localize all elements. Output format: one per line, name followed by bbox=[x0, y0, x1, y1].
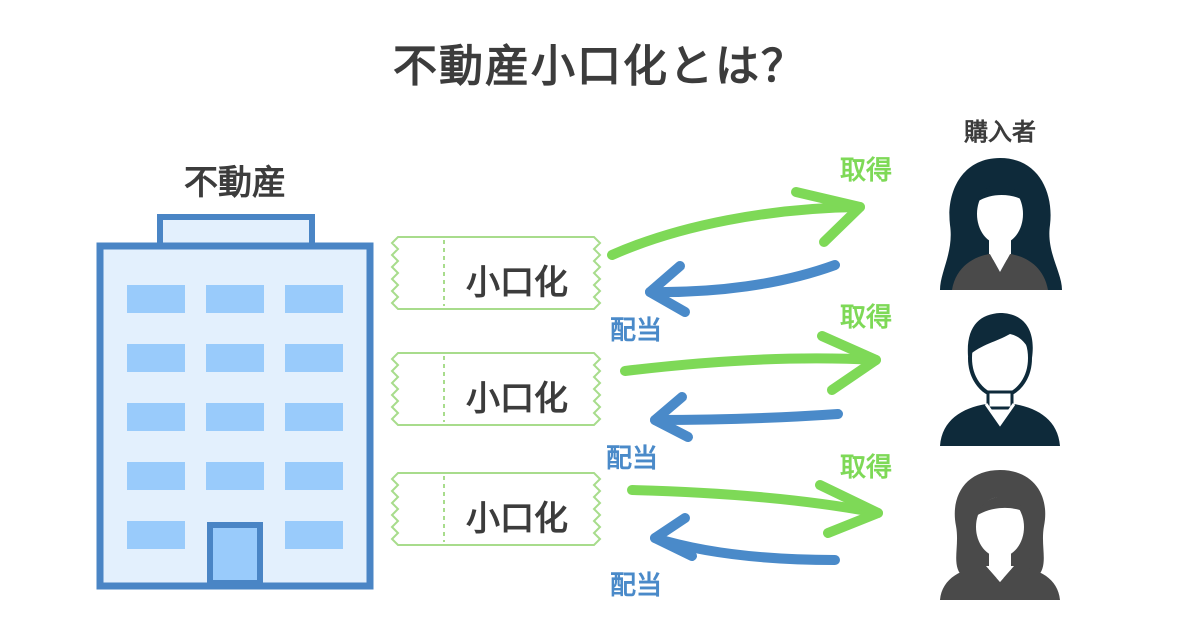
acquire-label: 取得 bbox=[840, 156, 893, 186]
dividend-arrowhead bbox=[650, 392, 693, 442]
acquire-arrow bbox=[607, 202, 865, 260]
ticket-label: 小口化 bbox=[466, 263, 568, 303]
ticket-icon bbox=[390, 472, 602, 546]
acquire-arrow bbox=[627, 485, 883, 518]
ticket-label: 小口化 bbox=[466, 499, 568, 539]
acquire-arrowhead bbox=[817, 331, 881, 395]
dividend-arrow bbox=[645, 260, 840, 298]
acquire-arrowhead bbox=[815, 480, 883, 538]
dividend-label: 配当 bbox=[610, 316, 663, 346]
ticket-icon bbox=[390, 352, 602, 426]
dividend-arrowhead bbox=[650, 513, 697, 561]
dividend-arrowhead bbox=[645, 261, 690, 317]
dividend-label: 配当 bbox=[606, 444, 659, 474]
page-title: 不動産小口化とは？ bbox=[393, 41, 807, 92]
acquire-arrow bbox=[620, 353, 881, 376]
woman-icon bbox=[940, 158, 1062, 290]
ticket-label: 小口化 bbox=[466, 379, 568, 419]
building-label: 不動産 bbox=[184, 163, 286, 203]
dividend-arrow bbox=[650, 409, 843, 425]
acquire-arrowhead bbox=[791, 187, 865, 247]
buyers-label: 購入者 bbox=[964, 118, 1036, 146]
ticket-icon bbox=[390, 236, 602, 310]
woman-gray-icon bbox=[940, 470, 1060, 600]
dividend-label: 配当 bbox=[610, 571, 663, 601]
acquire-label: 取得 bbox=[840, 453, 893, 483]
acquire-label: 取得 bbox=[840, 303, 893, 333]
building-icon bbox=[96, 214, 374, 590]
man-icon bbox=[940, 313, 1060, 446]
